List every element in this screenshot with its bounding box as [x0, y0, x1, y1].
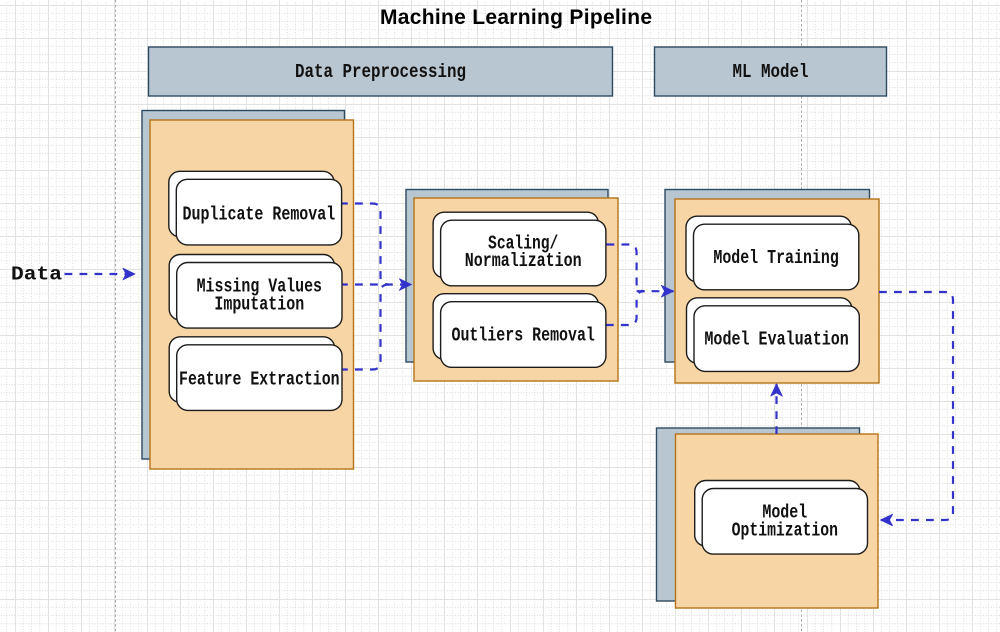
- svg-text:Missing Values: Missing Values: [197, 276, 322, 298]
- svg-text:Model Training: Model Training: [713, 247, 838, 269]
- svg-text:ML Model: ML Model: [733, 61, 809, 83]
- svg-text:Duplicate Removal: Duplicate Removal: [183, 204, 336, 226]
- svg-text:Optimization: Optimization: [732, 519, 838, 541]
- svg-text:Imputation: Imputation: [214, 294, 304, 316]
- svg-text:Machine Learning Pipeline: Machine Learning Pipeline: [380, 6, 652, 29]
- svg-text:Scaling/: Scaling/: [488, 233, 558, 255]
- svg-text:Feature Extraction: Feature Extraction: [179, 369, 340, 391]
- svg-text:Outliers Removal: Outliers Removal: [452, 325, 595, 347]
- svg-text:Model: Model: [762, 502, 807, 524]
- svg-text:Data: Data: [11, 263, 62, 285]
- svg-text:Model Evaluation: Model Evaluation: [704, 329, 848, 351]
- svg-text:Normalization: Normalization: [465, 250, 582, 272]
- svg-text:Data Preprocessing: Data Preprocessing: [295, 61, 466, 83]
